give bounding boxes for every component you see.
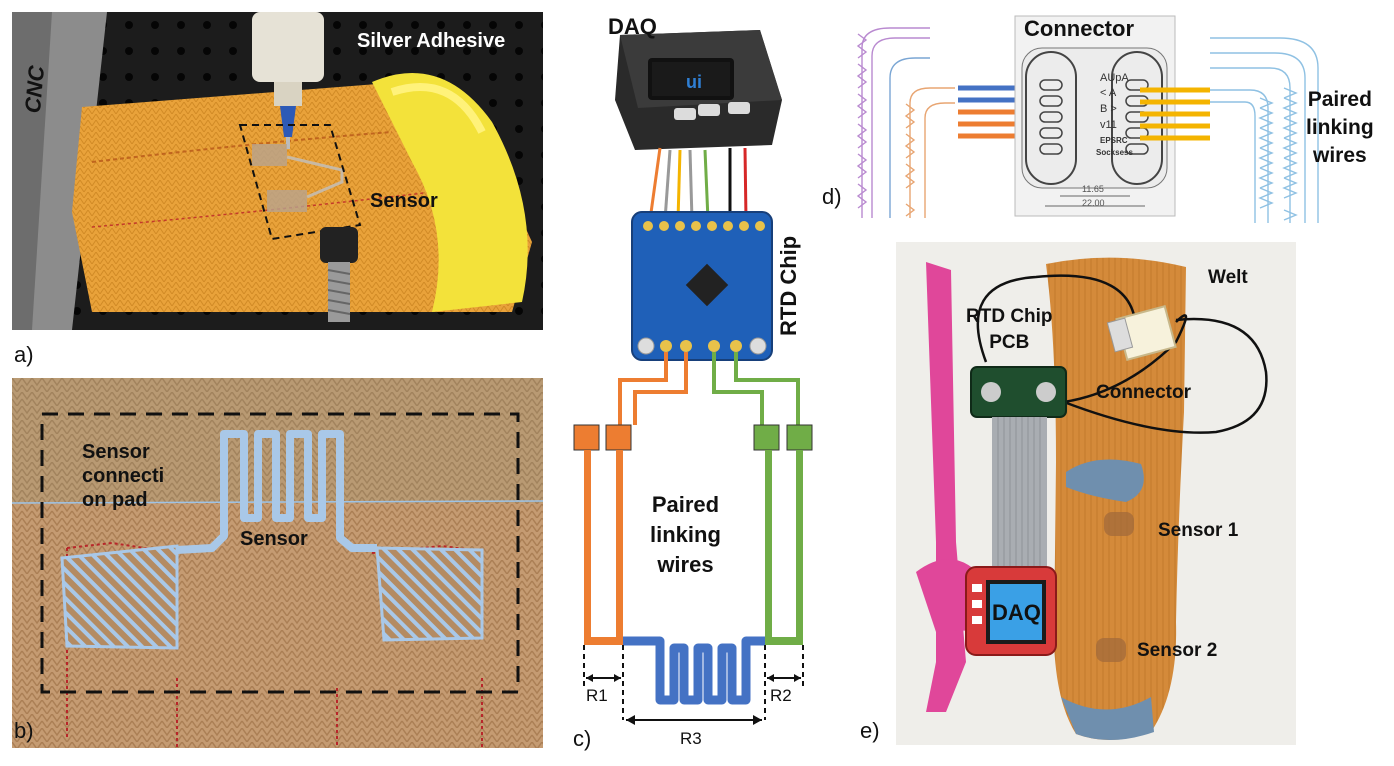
paired-linking-wires-label-c: Paired linking wires [650, 492, 721, 577]
daq-label-c: DAQ [608, 14, 657, 39]
connection-pad-label: Sensor connecti on pad [82, 441, 165, 511]
r2-label: R2 [770, 686, 792, 705]
panel-a-label: a) [14, 342, 34, 367]
panel-d-diagram: Connector AUpA < A B > v11 EPSRC Sockses… [850, 8, 1320, 230]
panel-e-photo: Welt RTD Chip PCB Connector Sensor 1 Sen… [896, 242, 1296, 745]
paired-linking-wires-label-d: Paired linking wires [1306, 88, 1374, 167]
svg-text:ui: ui [686, 72, 702, 92]
daq-label-e: DAQ [992, 600, 1041, 625]
pcb-text-1: AUpA [1100, 72, 1129, 84]
panel-a-photo: CNC Silver Adhesive Sensor [12, 12, 543, 330]
r1-label: R1 [586, 686, 608, 705]
pcb-text-6: Socksess [1096, 148, 1133, 157]
pcb-text-4: v11 [1100, 119, 1117, 131]
panel-c-diagram: ui [560, 0, 825, 761]
rtd-chip-label: RTD Chip [776, 235, 801, 336]
panel-e-label: e) [860, 718, 880, 743]
pcb-text-2: < A [1100, 87, 1117, 99]
panel-b-photo: Sensor connecti on pad Sensor [12, 378, 543, 748]
panel-c-schematic: ui [573, 30, 813, 725]
panel-a-illustration [12, 12, 543, 330]
connector-label-e: Connector [1096, 382, 1191, 403]
panel-b-illustration [12, 378, 543, 748]
dim-1: 11.65 [1082, 184, 1104, 194]
welt-label: Welt [1208, 267, 1248, 288]
silver-adhesive-label: Silver Adhesive [357, 30, 506, 52]
pcb-text-3: B > [1100, 103, 1117, 115]
panel-d-label: d) [822, 184, 842, 209]
panel-e-illustration [916, 257, 1268, 741]
sensor-label-a: Sensor [370, 190, 438, 212]
sensor1-label: Sensor 1 [1158, 520, 1239, 541]
r3-label: R3 [680, 729, 702, 748]
pcb-text-5: EPSRC [1100, 136, 1128, 145]
dim-2: 22.00 [1082, 198, 1105, 208]
connector-label-d: Connector [1024, 16, 1134, 41]
panel-b-label: b) [14, 718, 34, 743]
panel-d-drawing [856, 15, 1319, 223]
panel-c-label: c) [573, 726, 592, 751]
cnc-label: CNC [20, 64, 50, 115]
sensor-label-b: Sensor [240, 528, 308, 550]
sensor2-label: Sensor 2 [1137, 640, 1218, 661]
rtd-chip-pcb-label: RTD Chip PCB [966, 306, 1053, 353]
